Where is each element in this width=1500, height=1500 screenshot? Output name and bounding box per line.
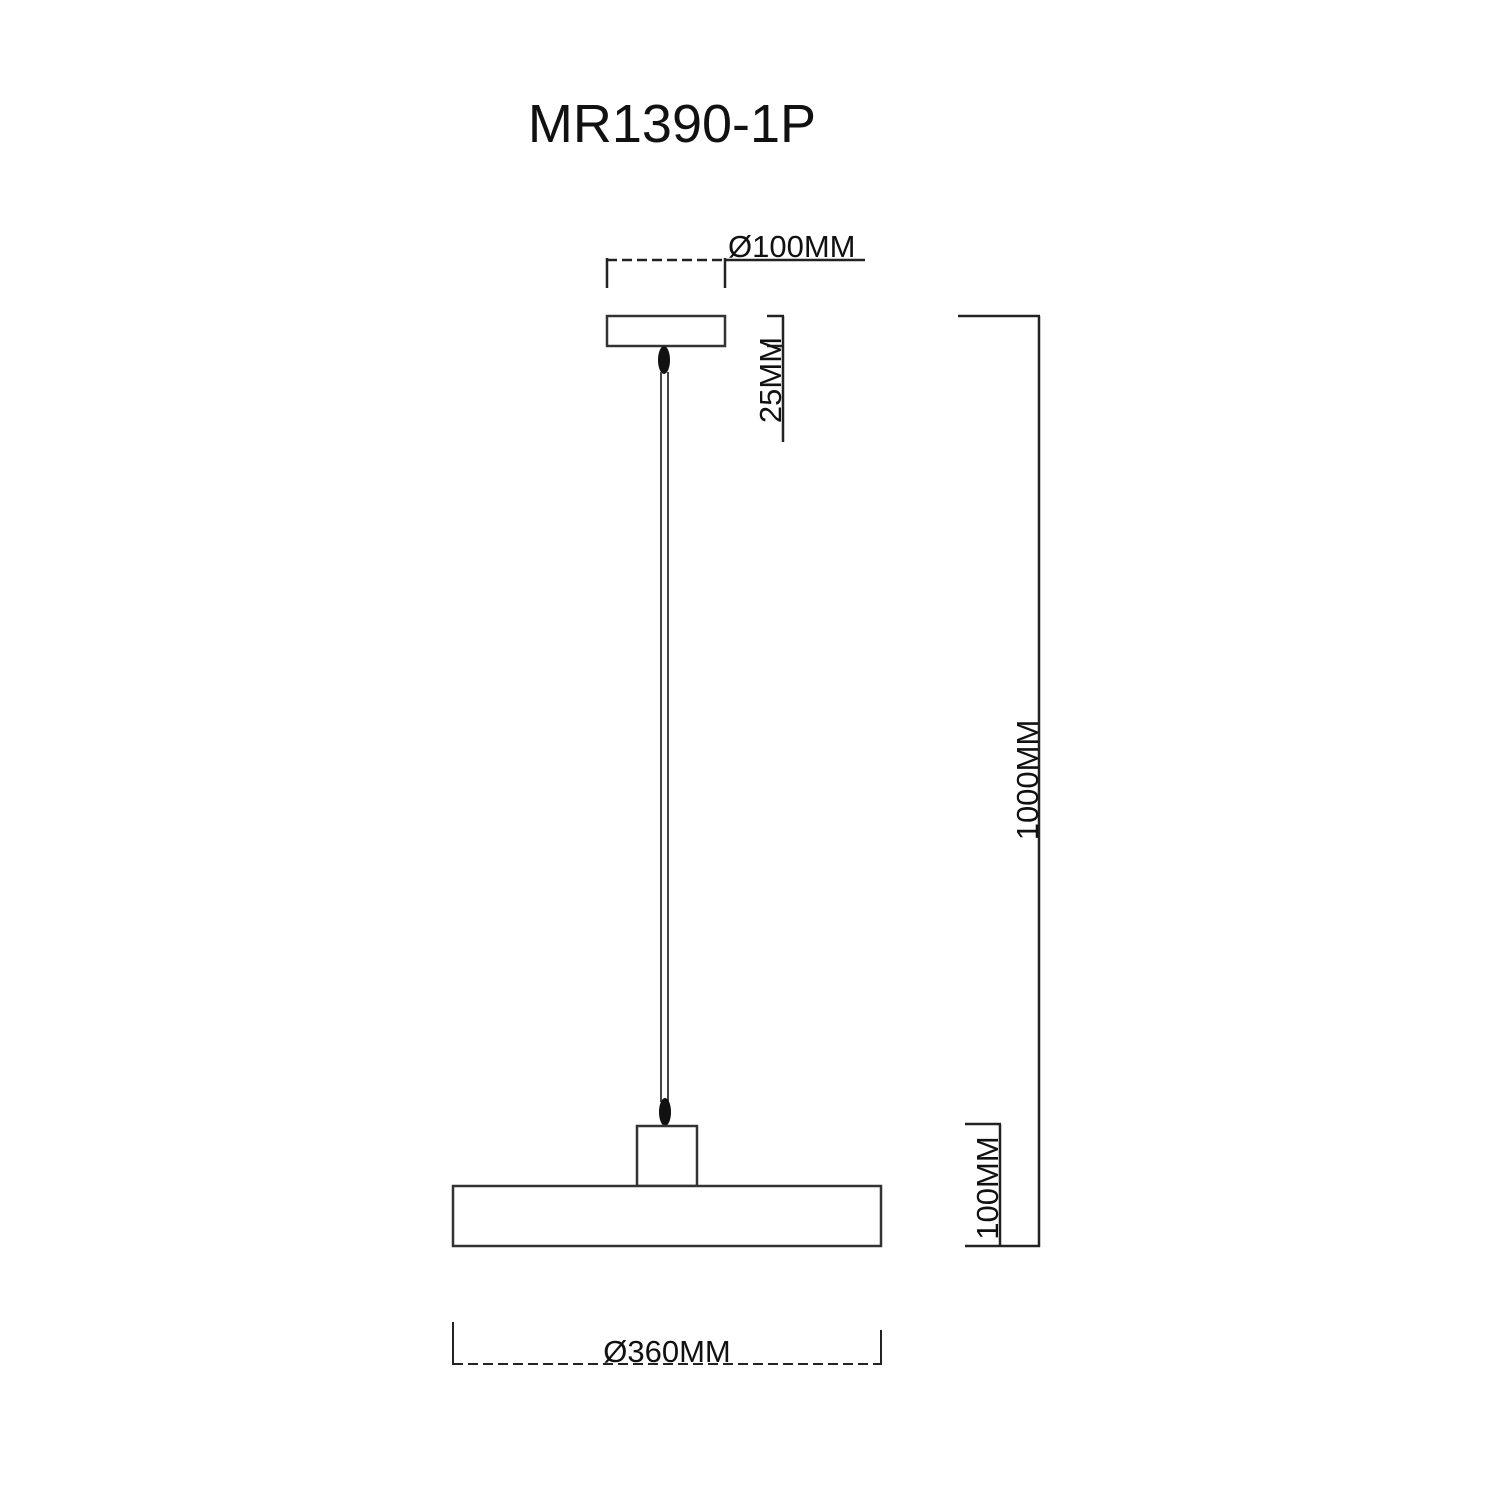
canopy-diameter-dimension [605, 258, 865, 288]
canopy-height-label: 25MM [753, 337, 788, 423]
suspension-cord [660, 372, 669, 1102]
shade-diameter-dimension [452, 1322, 882, 1365]
model-title: MR1390-1P [528, 94, 816, 154]
shade-height-label: 100MM [970, 1136, 1005, 1239]
top-cord-grip [658, 346, 670, 374]
lamp-shade [451, 1184, 883, 1248]
canopy-height-dimension [767, 314, 785, 442]
total-height-dimension [958, 314, 1041, 1248]
lamp-holder [635, 1124, 699, 1188]
bottom-cord-grip [659, 1098, 671, 1126]
shade-diameter-label: Ø360MM [603, 1334, 730, 1369]
shade-height-dimension [965, 1122, 1002, 1246]
ceiling-canopy [605, 314, 727, 348]
canopy-diameter-label: Ø100MM [728, 229, 855, 264]
total-height-label: 1000MM [1010, 720, 1045, 841]
